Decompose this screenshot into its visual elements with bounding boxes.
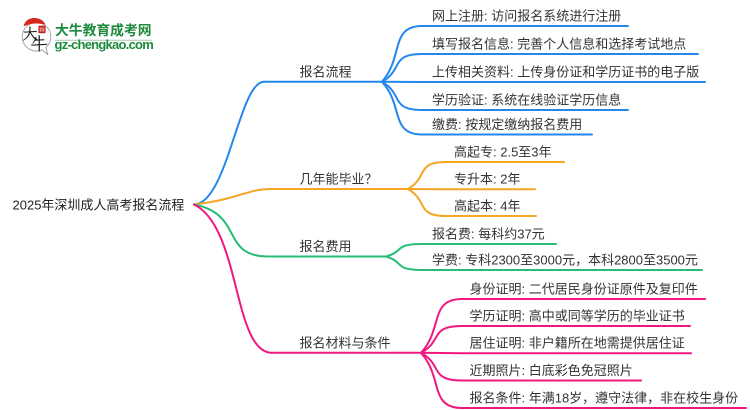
svg-text:专升本: 2年: 专升本: 2年: [454, 172, 520, 187]
svg-text:报名条件: 年满18岁，遵守法律，非在校生身份: 报名条件: 年满18岁，遵守法律，非在校生身份: [470, 391, 739, 406]
svg-text:居住证明: 非户籍所在地需提供居住证: 居住证明: 非户籍所在地需提供居住证: [470, 336, 685, 351]
svg-text:大牛教育成考网: 大牛教育成考网: [55, 22, 152, 38]
svg-text:缴费: 按规定缴纳报名费用: 缴费: 按规定缴纳报名费用: [432, 117, 582, 132]
svg-text:近期照片: 白底彩色免冠照片: 近期照片: 白底彩色免冠照片: [470, 363, 633, 378]
svg-text:填写报名信息: 完善个人信息和选择考试地点: 填写报名信息: 完善个人信息和选择考试地点: [432, 37, 686, 52]
svg-text:报名流程: 报名流程: [300, 64, 352, 79]
svg-text:报名费: 每科约37元: 报名费: 每科约37元: [432, 227, 545, 242]
svg-text:报名费用: 报名费用: [300, 239, 352, 254]
svg-text:高起本: 4年: 高起本: 4年: [454, 199, 520, 214]
svg-text:报名材料与条件: 报名材料与条件: [300, 335, 391, 350]
svg-text:高起专: 2.5至3年: 高起专: 2.5至3年: [454, 145, 552, 160]
svg-text:身份证明: 二代居民身份证原件及复印件: 身份证明: 二代居民身份证原件及复印件: [470, 282, 698, 297]
svg-text:网上注册: 访问报名系统进行注册: 网上注册: 访问报名系统进行注册: [432, 9, 621, 24]
svg-text:学费: 专科2300至3000元，本科2800至3500元: 学费: 专科2300至3000元，本科2800至3500元: [432, 253, 698, 268]
svg-text:学历验证: 系统在线验证学历信息: 学历验证: 系统在线验证学历信息: [432, 93, 621, 108]
svg-text:牛: 牛: [30, 32, 48, 56]
svg-text:2025年深圳成人高考报名流程: 2025年深圳成人高考报名流程: [13, 198, 185, 213]
svg-text:几年能毕业？: 几年能毕业？: [300, 169, 378, 188]
svg-text:gz-chengkao.com: gz-chengkao.com: [55, 37, 154, 52]
svg-text:大: 大: [22, 23, 39, 45]
svg-text:学历证明: 高中或同等学历的毕业证书: 学历证明: 高中或同等学历的毕业证书: [470, 309, 685, 324]
svg-text:上传相关资料: 上传身份证和学历证书的电子版: 上传相关资料: 上传身份证和学历证书的电子版: [432, 65, 699, 80]
